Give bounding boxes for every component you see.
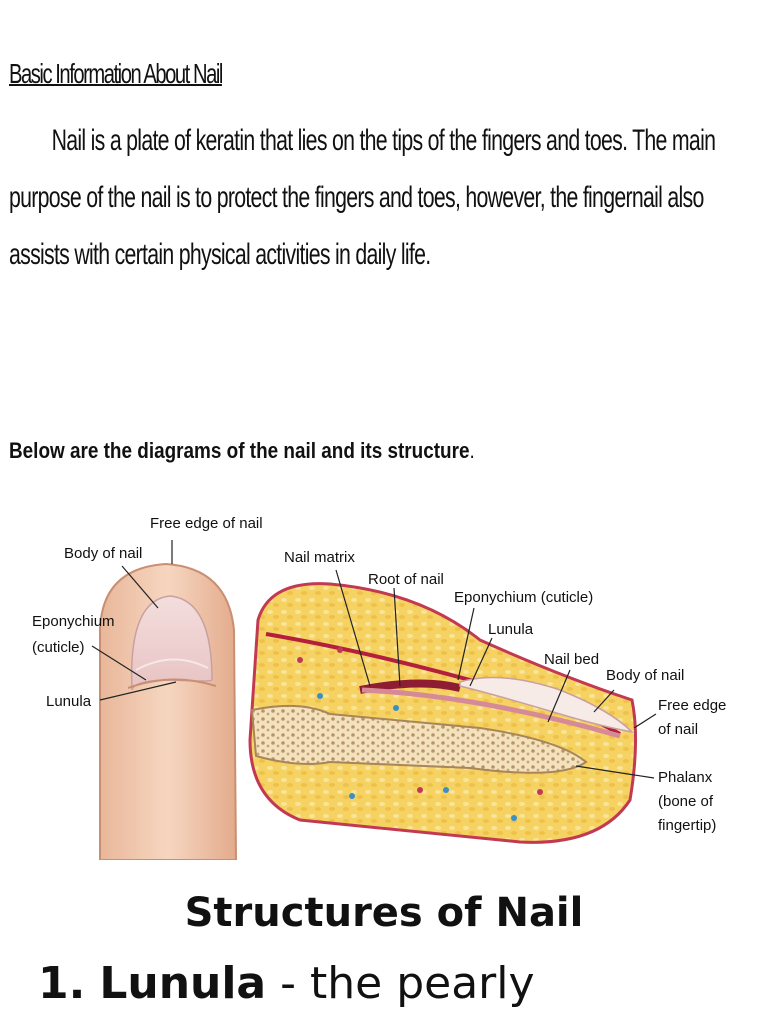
label-nail-matrix: Nail matrix <box>284 549 355 566</box>
structure-item-lunula: 1. Lunula - the pearly <box>38 958 535 1009</box>
label-phalanx-3: fingertip) <box>658 817 716 834</box>
nail-cross-section <box>248 582 638 844</box>
label-phalanx-2: (bone of <box>658 793 714 810</box>
intro-paragraph: Nail is a plate of keratin that lies on … <box>9 112 726 283</box>
item-term: Lunula <box>99 958 267 1009</box>
diagram-intro-text: Below are the diagrams of the nail and i… <box>9 438 470 463</box>
structures-title: Structures of Nail <box>184 890 584 936</box>
section-heading: Basic Information About Nail <box>9 58 223 89</box>
item-description: - the pearly <box>280 958 535 1009</box>
finger-illustration <box>99 562 238 860</box>
label-body-finger: Body of nail <box>64 545 142 562</box>
intro-paragraph-text: Nail is a plate of keratin that lies on … <box>9 124 716 271</box>
label-nail-bed: Nail bed <box>544 651 599 668</box>
label-cuticle-finger: (cuticle) <box>32 639 85 656</box>
label-body-section: Body of nail <box>606 667 684 684</box>
diagram-intro: Below are the diagrams of the nail and i… <box>9 438 475 464</box>
label-lunula-section: Lunula <box>488 621 534 638</box>
label-free-edge-section-1: Free edge <box>658 697 726 714</box>
nail-diagram: Free edge of nail Body of nail Eponychiu… <box>32 515 726 860</box>
leader-lines <box>91 540 657 779</box>
diagram-intro-period: . <box>469 438 475 463</box>
label-eponychium-section: Eponychium (cuticle) <box>454 589 593 606</box>
label-root: Root of nail <box>368 571 444 588</box>
label-eponychium-finger: Eponychium <box>32 613 115 630</box>
label-lunula-finger: Lunula <box>46 693 92 710</box>
label-free-edge-section-2: of nail <box>658 721 698 738</box>
item-number: 1. <box>38 958 86 1009</box>
label-phalanx-1: Phalanx <box>658 769 713 786</box>
label-free-edge-finger: Free edge of nail <box>150 515 263 532</box>
